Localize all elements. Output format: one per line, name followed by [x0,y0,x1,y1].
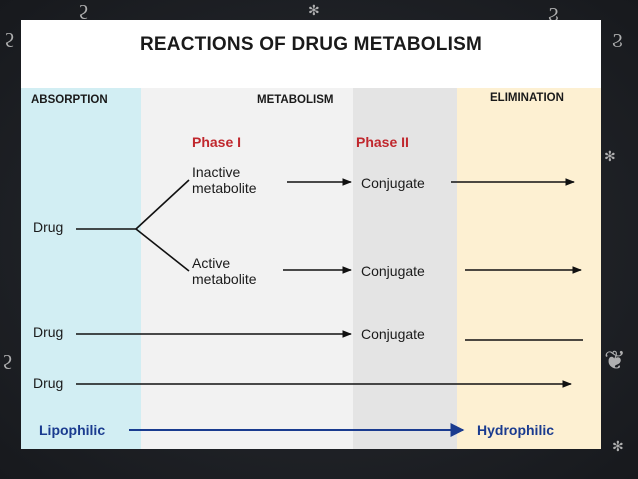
hydrophilic-label: Hydrophilic [477,422,555,438]
conjugate-node-2: Conjugate [361,263,425,279]
ornament-icon: Ϩ [612,28,623,52]
conjugate-node-1: Conjugate [361,175,425,191]
ornament-icon: ϩ [4,28,15,52]
inactive-metabolite-line1: Inactive [192,164,241,180]
header-elimination: ELIMINATION [490,92,564,104]
ornament-icon: Ϩ [548,2,559,26]
header-metabolism: METABOLISM [257,94,334,106]
ornament-icon: ✻ [604,149,616,165]
inactive-metabolite-line2: metabolite [192,180,257,196]
ornament-icon: ✻ [612,439,624,455]
elimination-zone [457,88,601,449]
phase2-zone [353,88,457,449]
ornament-icon: ϩ [2,350,13,374]
phase2-label: Phase II [356,134,409,150]
active-metabolite-line2: metabolite [192,271,257,287]
conjugate-node-3: Conjugate [361,326,425,342]
active-metabolite-node: Active metabolite [192,255,257,287]
diagram-title: REACTIONS OF DRUG METABOLISM [140,34,482,55]
active-metabolite-line1: Active [192,255,231,271]
drug-node-1: Drug [33,219,64,235]
ornament-icon: ϩ [78,0,89,24]
ornament-icon: ❦ [604,346,626,376]
drug-node-2: Drug [33,324,64,340]
diagram-panel: REACTIONS OF DRUG METABOLISM ABSORPTION … [21,20,601,449]
absorption-zone [21,88,141,449]
phase1-label: Phase I [192,134,242,150]
drug-node-3: Drug [33,375,64,391]
inactive-metabolite-node: Inactive metabolite [192,164,257,196]
header-absorption: ABSORPTION [31,94,108,106]
lipophilic-label: Lipophilic [39,422,106,438]
ornament-icon: ✻ [308,3,320,19]
